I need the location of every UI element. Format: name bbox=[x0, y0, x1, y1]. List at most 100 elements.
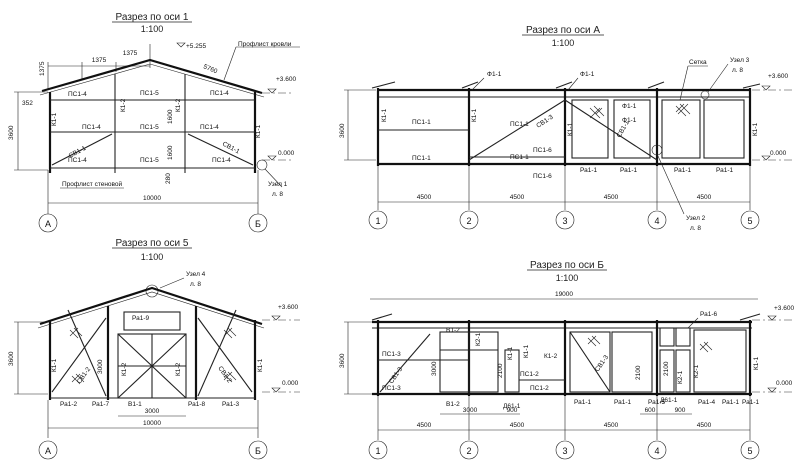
sB-member: ПС1-3 bbox=[382, 351, 401, 358]
sB-h3000: 3000 bbox=[431, 361, 438, 376]
s5-node: Узел 4 bbox=[186, 271, 206, 278]
sB-h2100b: 2100 bbox=[635, 365, 642, 380]
sA-axis: 2 bbox=[466, 216, 471, 226]
section-axis-a: Разрез по оси А 1:100 Ф1-1 Ф1-1 bbox=[339, 25, 795, 232]
s1-dim-top-0: 1375 bbox=[39, 61, 46, 76]
sA-axis: 5 bbox=[747, 216, 752, 226]
sA-level-zero: 0.000 bbox=[770, 150, 787, 157]
sA-member: ПС1-1 bbox=[510, 121, 529, 128]
s1-h280: 280 bbox=[165, 173, 172, 184]
sA-member: К1-1 bbox=[471, 108, 478, 122]
sB-member: В1-2 bbox=[446, 327, 460, 334]
section-a-scale: 1:100 bbox=[552, 38, 575, 48]
sB-sub-dim: 900 bbox=[675, 407, 686, 414]
sB-member: СВ1-3 bbox=[594, 354, 611, 373]
sA-span: 4500 bbox=[697, 194, 712, 201]
s1-level-zero: 0.000 bbox=[278, 150, 295, 157]
sB-sub-dim: 900 bbox=[507, 407, 518, 414]
section-1-title: Разрез по оси 1 bbox=[116, 12, 189, 23]
s1-member: К1-2 bbox=[120, 98, 127, 112]
s1-member: ПС1-5 bbox=[140, 157, 159, 164]
sA-member: ПС1-1 bbox=[510, 154, 529, 161]
sA-member: Ра1-1 bbox=[620, 167, 638, 174]
section-a-title: Разрез по оси А bbox=[526, 25, 600, 36]
sB-axis: 4 bbox=[654, 446, 659, 456]
sA-span: 4500 bbox=[510, 194, 525, 201]
sB-level-eave: +3.600 bbox=[774, 305, 794, 312]
sB-member: К1-1 bbox=[753, 356, 760, 370]
sB-axis: 3 bbox=[562, 446, 567, 456]
s5-member: СВ1-2 bbox=[216, 365, 233, 384]
sA-member: К1-1 bbox=[381, 108, 388, 122]
s1-member: ПС1-4 bbox=[82, 124, 101, 131]
s5-member: Ра1-7 bbox=[92, 401, 110, 408]
sB-member: К2-1 bbox=[677, 370, 684, 384]
section-axis-5: Разрез по оси 5 1:100 Узел 4 л. 8 Ра1-9 … bbox=[8, 238, 300, 460]
sA-member: Ра1-1 bbox=[580, 167, 598, 174]
sB-height: 3600 bbox=[339, 353, 346, 368]
s5-member: В1-1 bbox=[128, 401, 142, 408]
sA-member: Ра1-1 bbox=[716, 167, 734, 174]
sB-span: 4500 bbox=[604, 422, 619, 429]
sB-h2100c: 2100 bbox=[663, 361, 670, 376]
sA-level-eave: +3.600 bbox=[768, 73, 788, 80]
s5-member: К1-2 bbox=[175, 362, 182, 376]
s1-node-sheet: л. 8 bbox=[272, 191, 283, 198]
section-axis-1: Разрез по оси 1 1:100 1375 1375 1375 +5.… bbox=[8, 12, 300, 233]
section-5-scale: 1:100 bbox=[141, 252, 164, 262]
s1-h1600b: 1600 bbox=[167, 145, 174, 160]
s1-member: К1-1 bbox=[51, 112, 58, 126]
s5-node-sheet: л. 8 bbox=[190, 281, 201, 288]
s5-member: К1-1 bbox=[257, 358, 264, 372]
section-5-title: Разрез по оси 5 bbox=[116, 238, 189, 249]
section-b-title: Разрез по оси Б bbox=[530, 260, 604, 271]
section-axis-b: Разрез по оси Б 1:100 19000 Ра bbox=[339, 260, 795, 460]
sA-node2: Узел 2 bbox=[686, 215, 706, 222]
section-b-scale: 1:100 bbox=[556, 273, 579, 283]
s5-member: Ра1-8 bbox=[188, 401, 206, 408]
sA-member: К1-1 bbox=[752, 122, 759, 136]
sB-axis: 2 bbox=[466, 446, 471, 456]
s5-member: Ра1-9 bbox=[132, 315, 150, 322]
s5-axis-b: Б bbox=[255, 446, 261, 456]
s1-axis-a: А bbox=[45, 219, 51, 229]
sA-member: Ра1-1 bbox=[674, 167, 692, 174]
sB-h2100a: 2100 bbox=[497, 363, 504, 378]
s1-width: 10000 bbox=[143, 195, 161, 202]
sA-axis: 3 bbox=[562, 216, 567, 226]
sB-member: СВ1-3 bbox=[388, 366, 405, 385]
s1-profile-roof: Профлист кровли bbox=[238, 41, 292, 48]
s5-w3000: 3000 bbox=[145, 408, 160, 415]
sB-member: В1-2 bbox=[446, 401, 460, 408]
s1-roof-dim: 5760 bbox=[202, 63, 218, 75]
sB-member: Ра1-1 bbox=[722, 399, 740, 406]
sB-member: Ра1-4 bbox=[698, 399, 716, 406]
sA-member: Ф1-1 bbox=[622, 117, 637, 124]
s1-member: ПС1-5 bbox=[140, 90, 159, 97]
s1-h1600a: 1600 bbox=[167, 109, 174, 124]
s5-level-eave: +3.600 bbox=[278, 304, 298, 311]
sB-member: ПС1-2 bbox=[520, 371, 539, 378]
sA-member: К1-1 bbox=[567, 122, 574, 136]
s5-level-zero: 0.000 bbox=[282, 380, 299, 387]
sB-span: 4500 bbox=[417, 422, 432, 429]
sB-member: К1-1 bbox=[507, 346, 514, 360]
s1-h352: 352 bbox=[22, 100, 33, 107]
s1-dim-top-2: 1375 bbox=[123, 50, 138, 57]
s1-member: СВ1-1 bbox=[221, 141, 241, 156]
sB-axis: 1 bbox=[375, 446, 380, 456]
sB-member: К1-1 bbox=[523, 344, 530, 358]
sB-member: К2-1 bbox=[475, 332, 482, 346]
section-1-scale: 1:100 bbox=[141, 24, 164, 34]
sA-member: ПС1-1 bbox=[412, 119, 431, 126]
sA-node2-sheet: л. 8 bbox=[690, 225, 701, 232]
sB-member: ПС1-2 bbox=[530, 385, 549, 392]
s1-member: ПС1-4 bbox=[212, 157, 231, 164]
s1-axis-b: Б bbox=[255, 219, 261, 229]
s1-height: 3600 bbox=[8, 125, 15, 140]
sB-level-zero: 0.000 bbox=[776, 380, 793, 387]
sB-member: Ра1-1 bbox=[574, 399, 592, 406]
s5-member: Ра1-3 bbox=[222, 401, 240, 408]
sA-member: ПС1-6 bbox=[533, 147, 552, 154]
